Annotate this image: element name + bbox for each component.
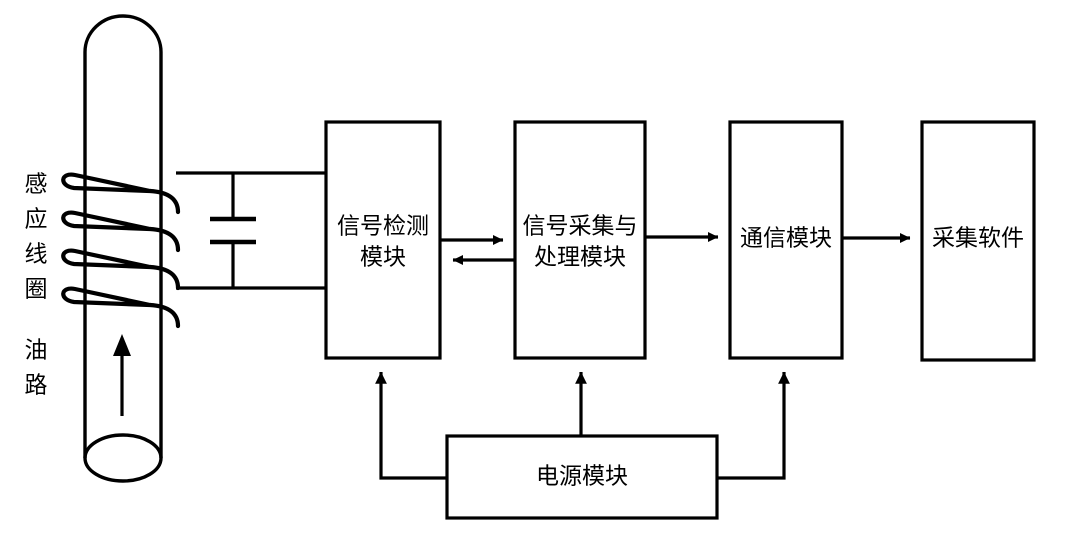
induction-coil [61,172,181,329]
annotation-coil-char-0: 感 [25,171,48,196]
block-power-supply[interactable] [445,434,719,520]
annotation-oil-char-0: 油 [25,337,48,362]
block-acquisition-software[interactable] [920,120,1036,362]
sensor-circuit-wiring [176,171,327,290]
label-signal-acquisition-line2: 处理模块 [534,244,626,269]
block-signal-acquisition[interactable] [513,120,647,360]
annotation-coil-char-1: 应 [25,206,48,231]
pipe-body-outline [83,14,163,458]
label-communication: 通信模块 [740,225,832,250]
arrow-power-to-communication [717,371,790,480]
annotation-coil-char-3: 圈 [25,276,48,301]
label-signal-acquisition-line1: 信号采集与 [523,213,638,238]
annotation-oil-char-1: 路 [25,372,48,397]
block-communication[interactable] [728,120,844,360]
label-power-supply: 电源模块 [536,463,628,488]
block-signal-detection[interactable] [324,120,442,360]
arrow-power-to-detection [375,371,447,480]
oil-pipe-cylinder [83,14,163,483]
capacitor-symbol [210,216,256,245]
annotation-coil-char-2: 线 [25,241,48,266]
label-acquisition-software: 采集软件 [932,225,1024,250]
label-signal-detection-line2: 模块 [360,244,406,269]
label-signal-detection-line1: 信号检测 [337,213,429,238]
pipe-bottom-ellipse [83,433,163,483]
oil-flow-arrow-icon [113,334,131,416]
